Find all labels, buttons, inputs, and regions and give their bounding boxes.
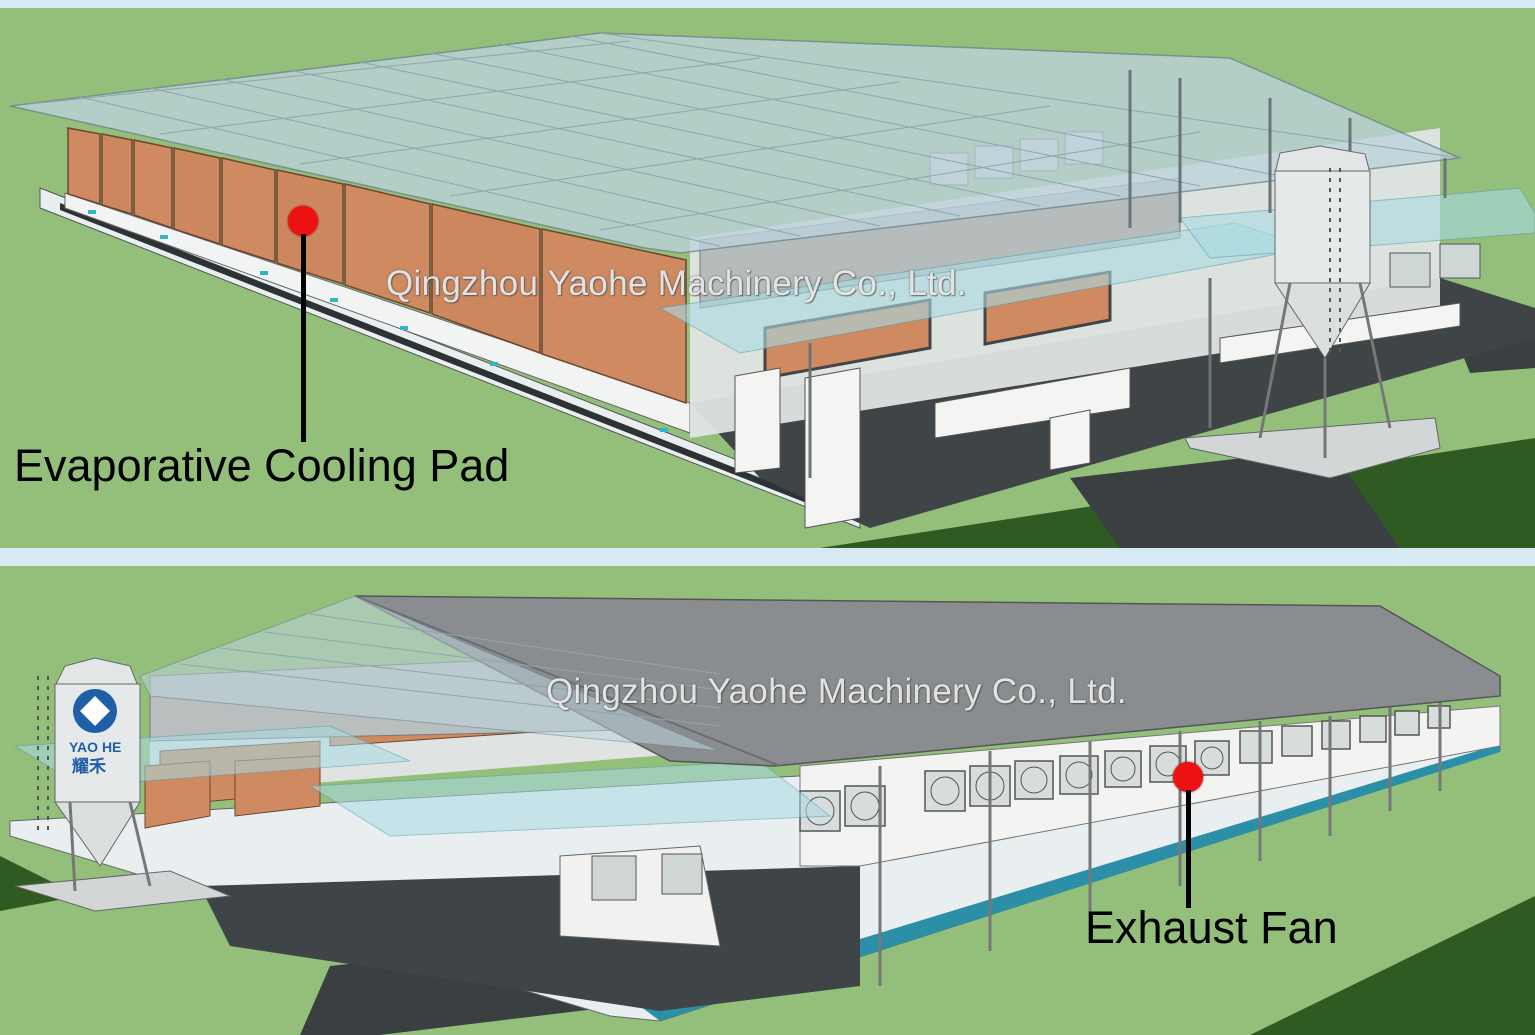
- feed-silo: [14, 657, 232, 912]
- lawn-patch-right: [1250, 896, 1535, 1035]
- gutter-strip: [60, 203, 850, 520]
- roof-edge: [354, 595, 781, 767]
- cooling-pad-marker-line: [301, 234, 306, 442]
- company-watermark: Qingzhou Yaohe Machinery Co., Ltd.: [386, 264, 967, 303]
- cooling-pad-marker-dot: [288, 206, 318, 236]
- drip-nozzles: [88, 210, 668, 432]
- cooling-pad-callout-label: Evaporative Cooling Pad: [14, 440, 510, 491]
- roof-trusses: [179, 613, 721, 727]
- end-wall-fans: [591, 853, 703, 901]
- silo-brand-text: YAO HE: [69, 739, 121, 755]
- roof-trusses: [29, 32, 1461, 247]
- front-columns: [878, 696, 1442, 986]
- top-panel: Qingzhou Yaohe Machinery Co., Ltd. Evapo…: [0, 8, 1535, 548]
- exhaust-fan-marker-dot: [1173, 762, 1203, 792]
- silo-brand-cn-text: 耀禾: [72, 757, 106, 776]
- bottom-panel: YAO HE 耀禾 Qingzhou Yaohe Machinery Co., …: [0, 566, 1535, 1035]
- exhaust-fan-marker-line: [1186, 790, 1191, 908]
- top-building-illustration: [0, 8, 1535, 548]
- glass-canopy-front: [308, 760, 832, 837]
- exhaust-fan-callout-label: Exhaust Fan: [1085, 902, 1338, 953]
- bottom-building-illustration: YAO HE 耀禾: [0, 566, 1535, 1035]
- company-watermark: Qingzhou Yaohe Machinery Co., Ltd.: [546, 672, 1127, 711]
- feed-silo: [1184, 145, 1441, 479]
